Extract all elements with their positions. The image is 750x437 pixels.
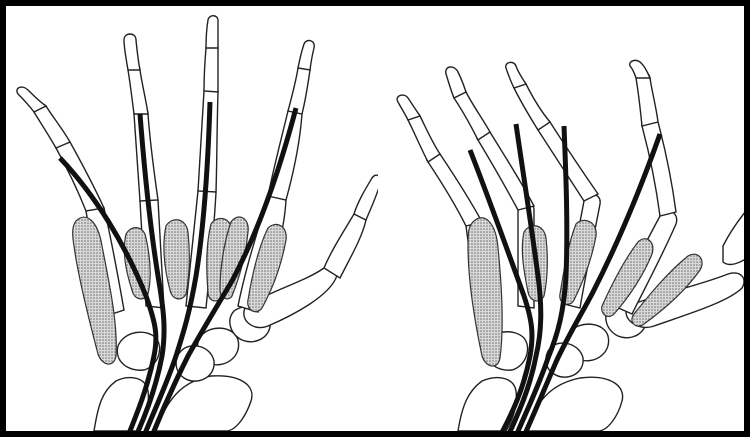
- fingertip-bone: [124, 34, 140, 70]
- phalanx-bone: [288, 63, 310, 114]
- fingertip-bone: [298, 41, 314, 70]
- fingertip-bone: [17, 87, 46, 112]
- lumbrical-muscle: [124, 228, 150, 299]
- fingertip-bone: [397, 95, 420, 120]
- thumb-proximal-phalanx: [723, 206, 750, 264]
- lumbrical-muscle: [164, 220, 189, 299]
- thumb-proximal-phalanx: [324, 210, 366, 278]
- phalanx-bone: [636, 71, 658, 127]
- hand-extended-illustration: [6, 6, 378, 431]
- phalanx-bone: [204, 42, 218, 92]
- fingertip-bone: [630, 60, 650, 78]
- phalanx-bone: [128, 64, 148, 114]
- panel-extended-fingers: [6, 6, 378, 431]
- radius-bone: [156, 376, 252, 431]
- phalanx-bone: [513, 80, 550, 130]
- hypothenar-muscle: [468, 218, 502, 366]
- fingertip-bone: [206, 16, 218, 48]
- fingertip-bone: [446, 67, 466, 98]
- hand-flexed-illustration: [378, 6, 750, 431]
- fingertip-bone: [506, 62, 526, 88]
- panel-flexed-fingers: [378, 6, 750, 431]
- thumb-distal-phalanx: [354, 175, 378, 220]
